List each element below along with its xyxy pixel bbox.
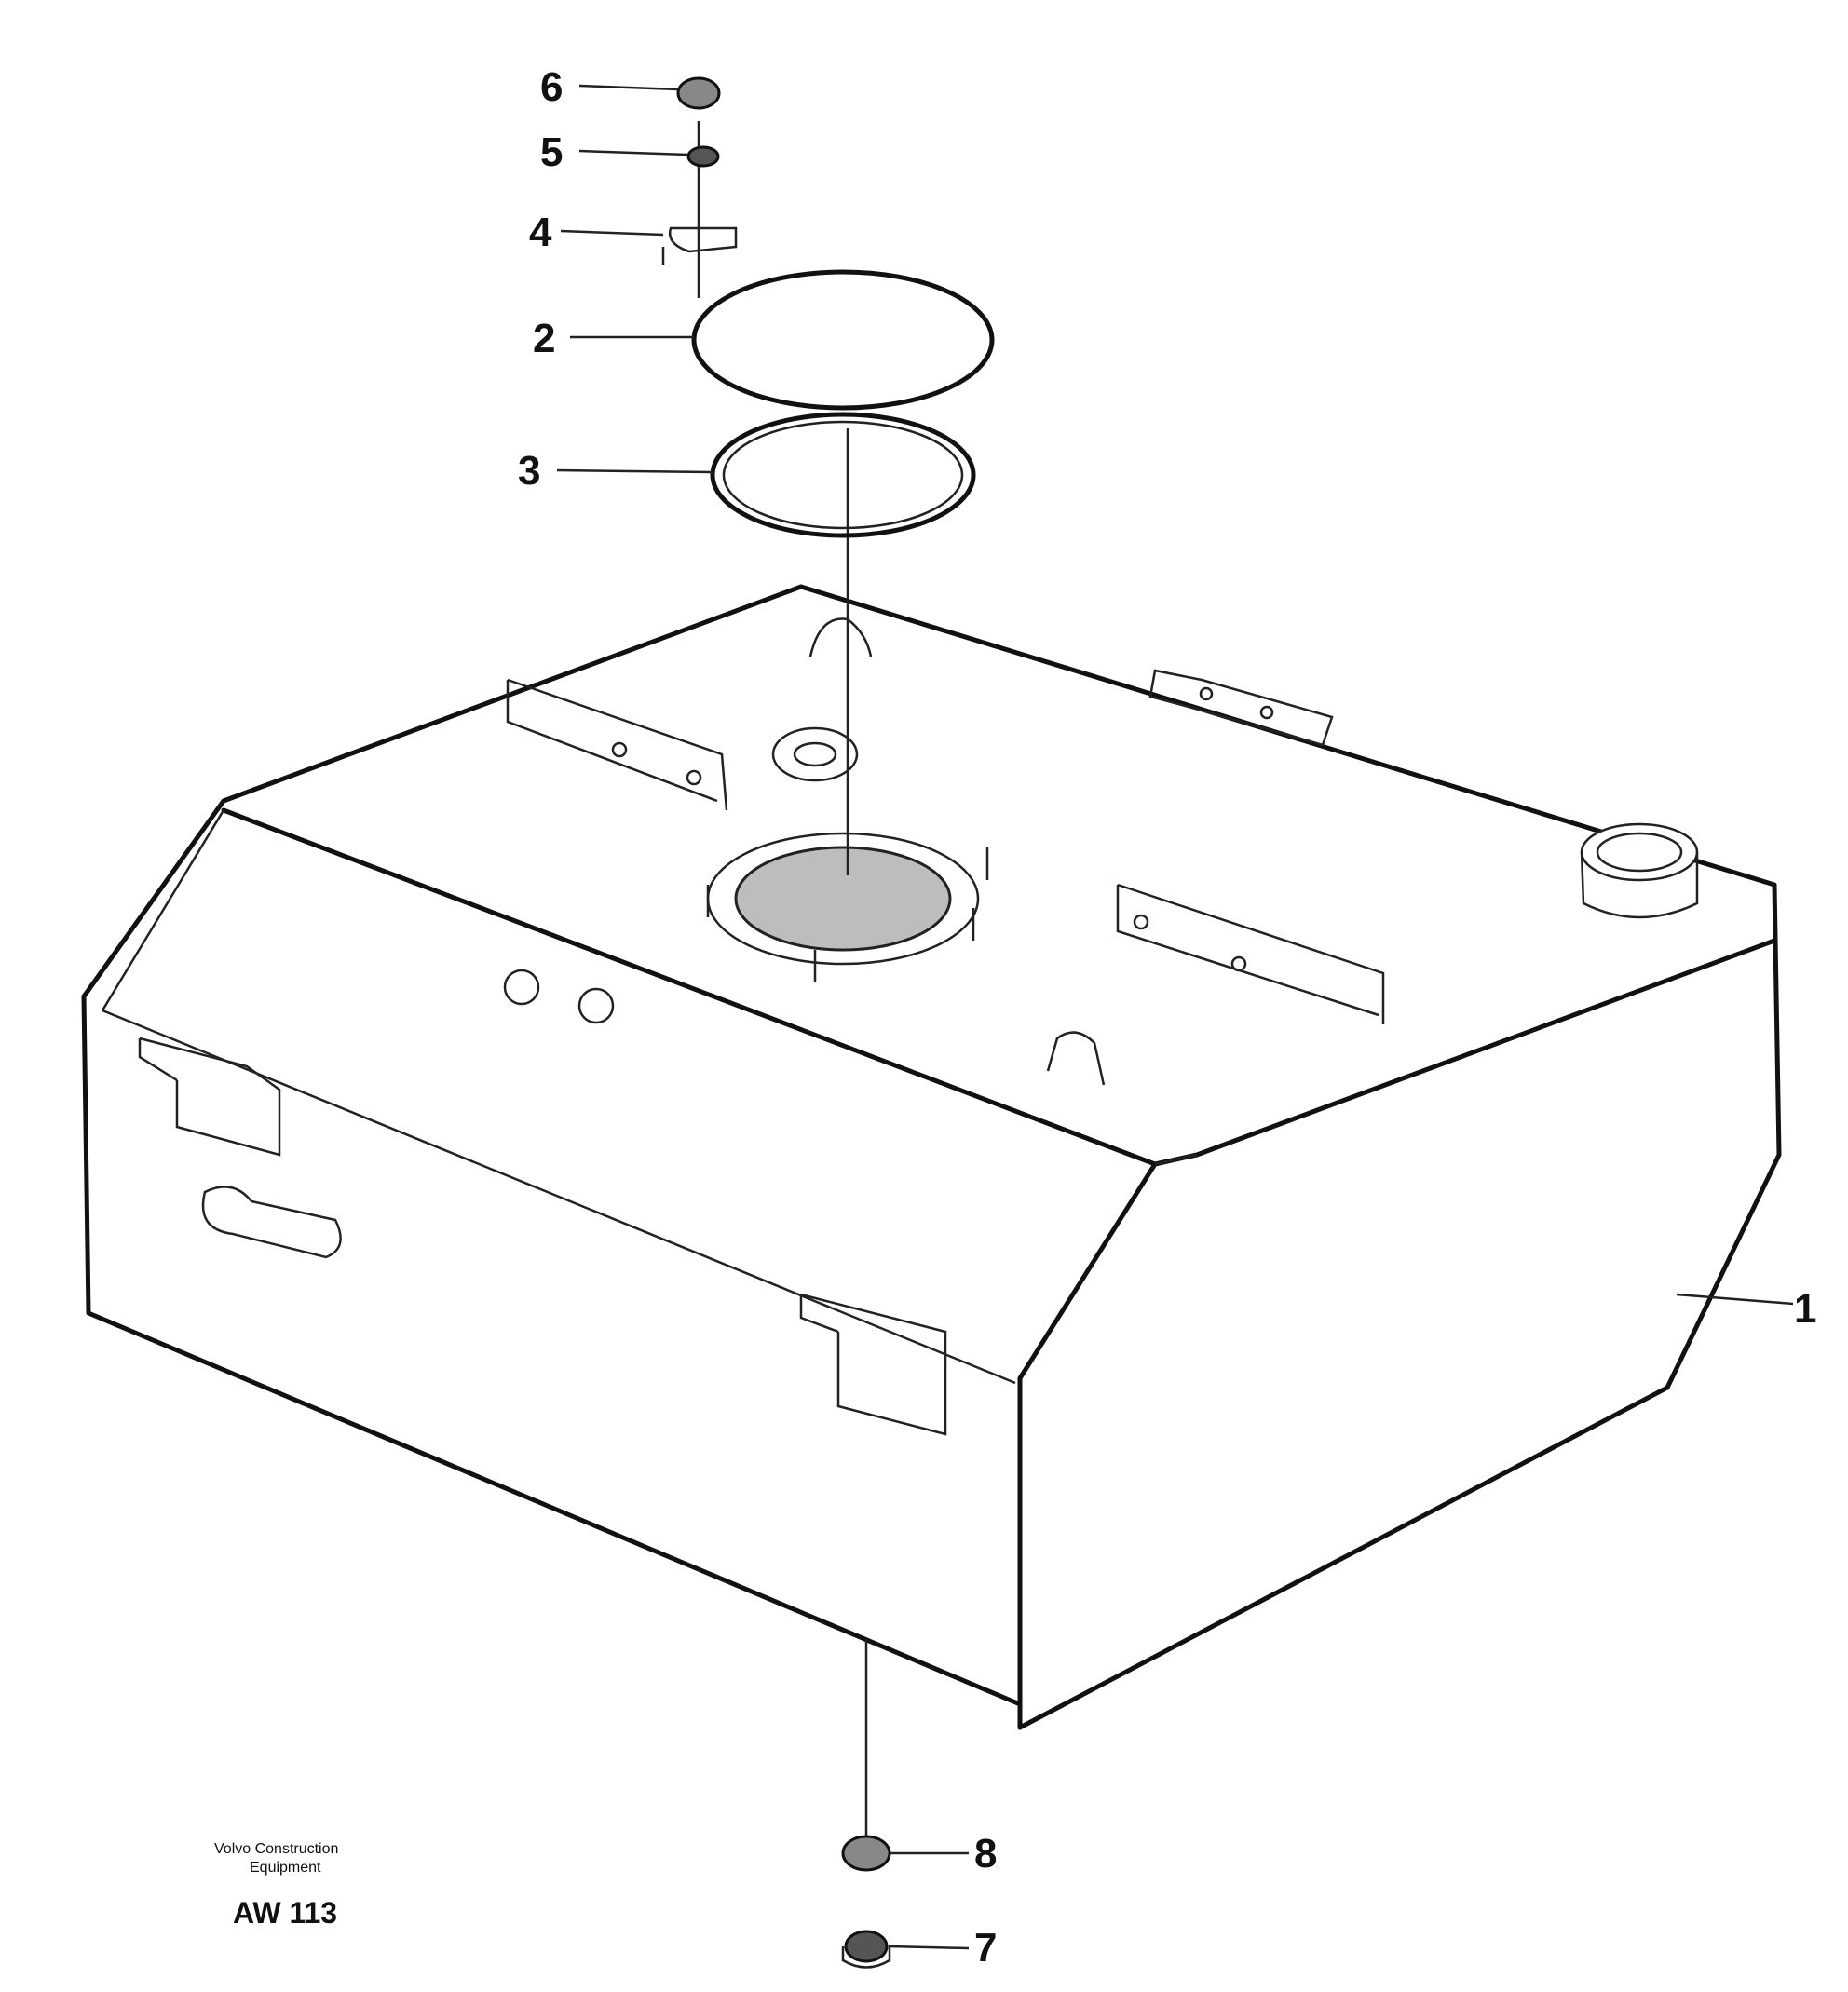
drawing-footer: Volvo Construction Equipment AW 113 bbox=[214, 1841, 338, 1930]
callout-leaders bbox=[556, 84, 1794, 1950]
exploded-parts-bottom bbox=[841, 1639, 891, 1969]
callout-3: 3 bbox=[518, 448, 540, 494]
filler-neck bbox=[1580, 822, 1699, 919]
exploded-parts-top bbox=[661, 76, 995, 875]
callout-8: 8 bbox=[974, 1831, 997, 1877]
center-opening bbox=[706, 726, 989, 982]
caption-line-1: Volvo Construction bbox=[214, 1841, 338, 1857]
callout-6: 6 bbox=[540, 64, 563, 110]
callout-labels: 1 2 3 4 5 6 7 8 bbox=[518, 64, 1816, 1971]
callout-2: 2 bbox=[533, 316, 555, 361]
callout-1: 1 bbox=[1794, 1286, 1816, 1332]
tank-body bbox=[81, 584, 1784, 1730]
tank-top-face bbox=[224, 587, 1784, 1164]
callout-5: 5 bbox=[540, 129, 563, 175]
side-brackets bbox=[138, 1037, 947, 1436]
drawing-code: AW 113 bbox=[233, 1896, 337, 1930]
caption-line-2: Equipment bbox=[250, 1860, 321, 1876]
callout-7: 7 bbox=[974, 1925, 997, 1971]
callout-4: 4 bbox=[529, 210, 552, 255]
